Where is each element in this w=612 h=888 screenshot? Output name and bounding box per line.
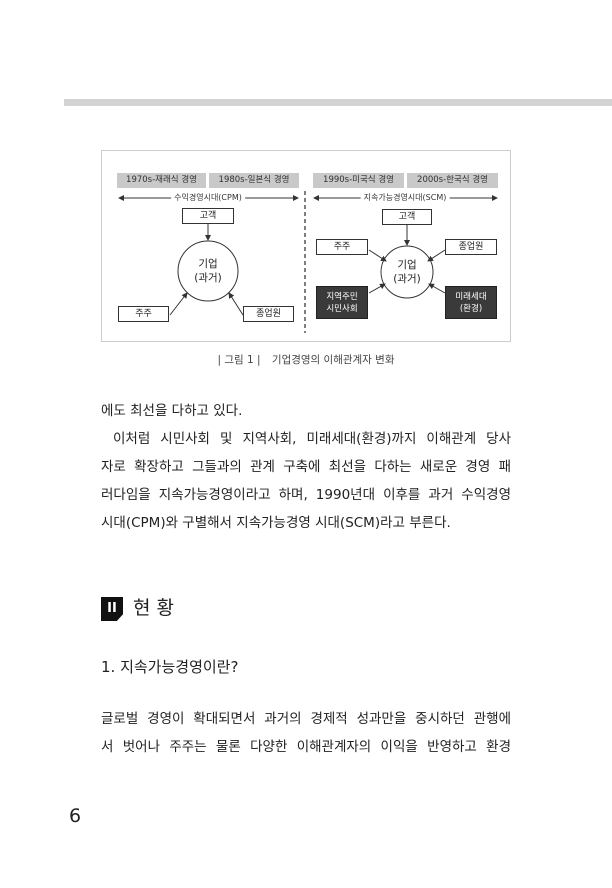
paragraph-line: 시대(CPM)와 구별해서 지속가능경영 시대(SCM)라고 부른다.	[101, 515, 451, 531]
left-shareholder-box: 주주	[118, 306, 169, 322]
arrow-left-employee	[228, 292, 244, 316]
community-line-1: 지역주민	[326, 291, 358, 302]
period-label-scm: 지속가능경영시대(SCM)	[360, 192, 450, 204]
right-company-name: 기업	[397, 259, 417, 271]
arrow-right-community	[368, 283, 386, 294]
subsection-title: 1. 지속가능경영이란?	[101, 658, 239, 676]
left-company-name: 기업	[198, 258, 218, 270]
paragraph-line: 서 벗어나 주주는 물론 다양한 이해관계자의 이익을 반영하고 환경	[101, 739, 511, 755]
section-number-badge: II	[101, 597, 123, 621]
era-tag-1980s: 1980s-일본식 경영	[209, 173, 299, 188]
arrow-left-shareholder	[169, 292, 188, 316]
left-customer-box: 고객	[182, 208, 234, 224]
right-employee-box: 종업원	[445, 239, 497, 255]
paragraph-line: 이처럼 시민사회 및 지역사회, 미래세대(환경)까지 이해관계 당사	[113, 431, 511, 447]
left-employee-box: 종업원	[243, 306, 294, 322]
figure-caption-label: | 그림 1 |	[217, 354, 261, 366]
body-paragraph-2: 글로벌 경영이 확대되면서 과거의 경제적 성과만을 중시하던 관행에 서 벗어…	[101, 705, 511, 761]
paragraph-line: 자로 확장하고 그들과의 관계 구축에 최선을 다하는 새로운 경영 패	[101, 459, 511, 475]
era-tag-1970s: 1970s-재래식 경영	[117, 173, 206, 188]
body-paragraph-1: 에도 최선을 다하고 있다. 이처럼 시민사회 및 지역사회, 미래세대(환경)…	[101, 397, 511, 537]
stakeholder-diagram: 1970s-재래식 경영 1980s-일본식 경영 1990s-미국식 경영 2…	[101, 150, 511, 342]
period-label-cpm: 수익경영시대(CPM)	[171, 192, 245, 204]
left-company-label: 기업 (과거)	[178, 241, 238, 301]
diagram-connectors	[118, 191, 498, 333]
right-shareholder-box: 주주	[316, 239, 368, 255]
company-circle-left	[177, 240, 239, 302]
company-circle-right	[380, 245, 434, 299]
right-customer-box: 고객	[382, 209, 432, 225]
continuation-line: 에도 최선을 다하고 있다.	[101, 403, 243, 419]
future-generation-line-2: (환경)	[459, 303, 483, 314]
header-rule	[64, 99, 612, 106]
page-number: 6	[69, 805, 82, 827]
figure-caption: | 그림 1 | 기업경영의 이해관계자 변화	[101, 353, 511, 367]
left-company-era: (과거)	[194, 272, 222, 284]
arrow-right-shareholder	[368, 249, 387, 262]
paragraph-line: 러다임을 지속가능경영이라고 하며, 1990년대 이후를 과거 수익경영	[101, 487, 511, 503]
future-generation-box: 미래세대 (환경)	[445, 286, 497, 319]
arrow-right-future-generation	[428, 283, 446, 294]
community-box: 지역주민 시민사회	[316, 286, 368, 319]
paragraph-line: 글로벌 경영이 확대되면서 과거의 경제적 성과만을 중시하던 관행에	[101, 711, 511, 727]
arrow-right-employee	[427, 249, 446, 262]
figure-caption-title: 기업경영의 이해관계자 변화	[271, 354, 395, 366]
era-tag-2000s: 2000s-한국식 경영	[407, 173, 498, 188]
community-line-2: 시민사회	[326, 303, 358, 314]
right-company-era: (과거)	[393, 273, 421, 285]
era-tag-1990s: 1990s-미국식 경영	[313, 173, 404, 188]
section-title: 현 황	[133, 597, 174, 619]
future-generation-line-1: 미래세대	[455, 291, 487, 302]
right-company-label: 기업 (과거)	[381, 246, 433, 298]
